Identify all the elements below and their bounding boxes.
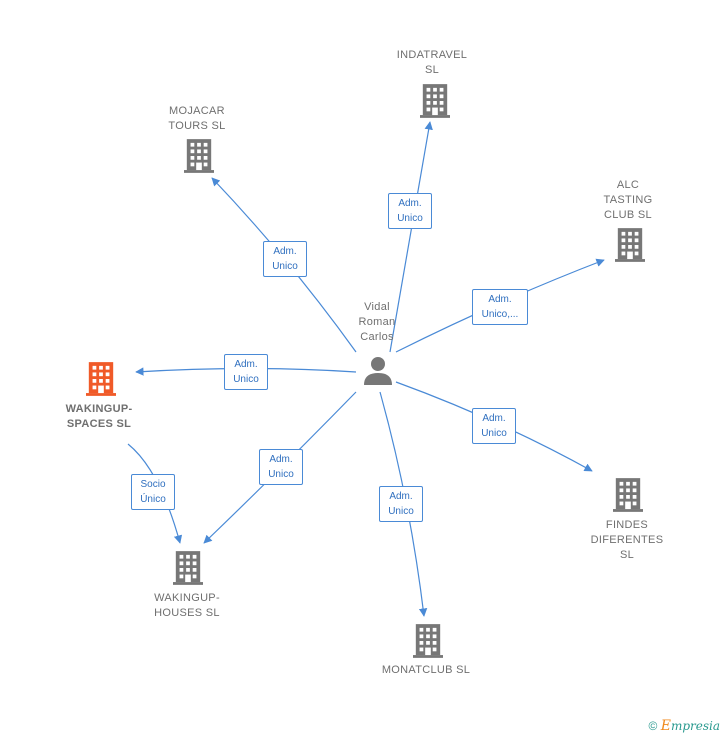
edge-indatravel: [389, 121, 433, 353]
edge-label-mojacar: Adm. Unico: [263, 241, 307, 277]
center-person-label[interactable]: Vidal Roman Carlos: [358, 301, 396, 343]
person-icon[interactable]: [364, 357, 392, 385]
building-icon[interactable]: [184, 139, 214, 173]
company-label-findes[interactable]: FINDES DIFERENTES SL: [590, 519, 664, 561]
copyright-symbol: ©: [648, 719, 658, 733]
edge-label-alc: Adm. Unico,...: [472, 289, 528, 325]
company-label-monatclub[interactable]: MONATCLUB SL: [381, 664, 471, 676]
brand-logo: Empresia: [660, 718, 720, 734]
building-icon[interactable]: [86, 362, 116, 396]
edge-label-wakingup-spaces: Adm. Unico: [224, 354, 268, 390]
building-icon[interactable]: [613, 478, 643, 512]
edge-label-indatravel: Adm. Unico: [388, 193, 432, 229]
company-label-indatravel[interactable]: INDATRAVEL SL: [396, 49, 468, 76]
company-label-wakingup-spaces[interactable]: WAKINGUP- SPACES SL: [65, 403, 133, 430]
building-icon[interactable]: [413, 624, 443, 658]
company-label-alc[interactable]: ALC TASTING CLUB SL: [603, 179, 653, 221]
company-label-mojacar[interactable]: MOJACAR TOURS SL: [168, 105, 226, 132]
edge-label-findes: Adm. Unico: [472, 408, 516, 444]
footer-brand: © Empresia: [649, 718, 720, 734]
building-icon[interactable]: [173, 551, 203, 585]
building-icon[interactable]: [615, 228, 645, 262]
edge-label-monatclub: Adm. Unico: [379, 486, 423, 522]
building-icon[interactable]: [420, 84, 450, 118]
edge-label-wakingup-houses: Adm. Unico: [259, 449, 303, 485]
company-label-wakingup-houses[interactable]: WAKINGUP- HOUSES SL: [154, 592, 220, 619]
edge-label-spaces-houses: Socio Único: [131, 474, 175, 510]
